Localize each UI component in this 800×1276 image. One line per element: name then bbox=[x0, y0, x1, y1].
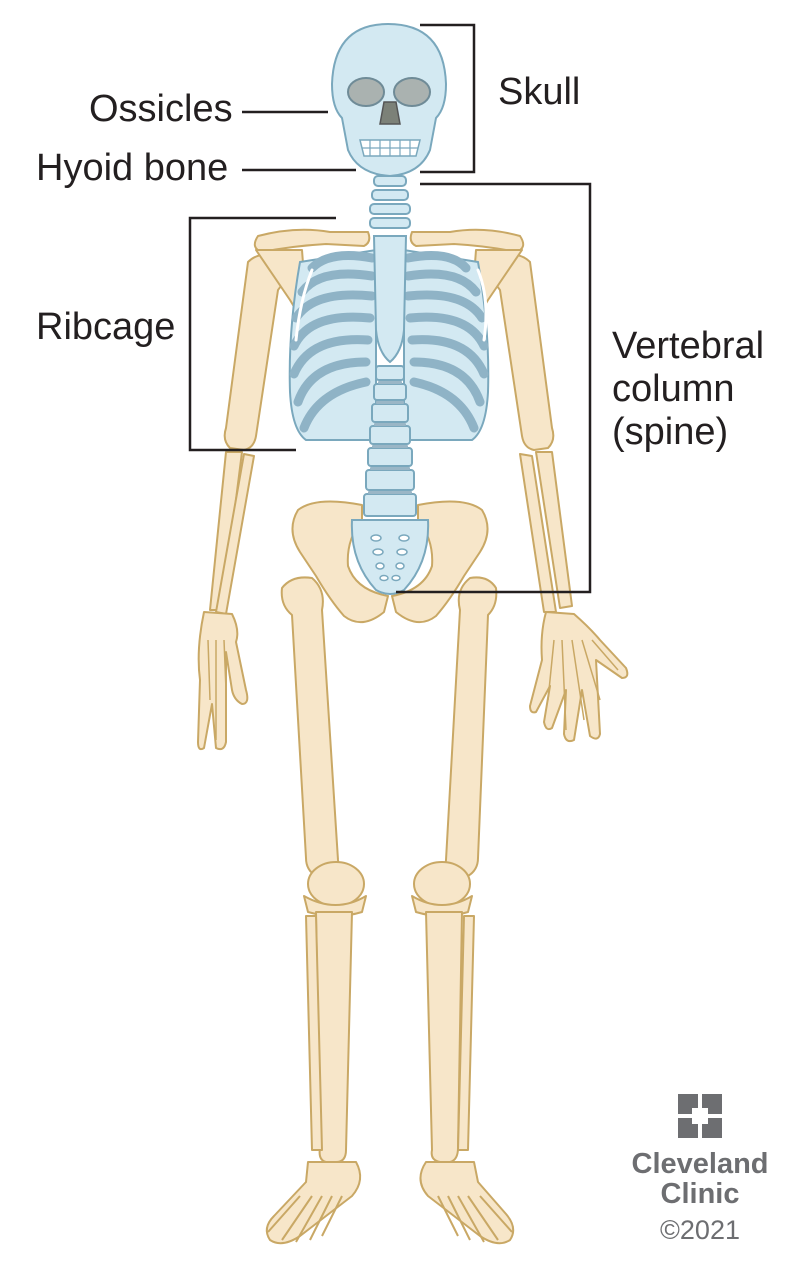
left-hand bbox=[197, 611, 249, 751]
logo-name-line1: Cleveland bbox=[631, 1148, 769, 1180]
cranium bbox=[331, 23, 447, 177]
label-ossicles: Ossicles bbox=[89, 88, 233, 130]
leg-bones bbox=[265, 576, 515, 1245]
left-fibula bbox=[305, 915, 323, 1151]
skull bbox=[331, 23, 447, 177]
shoulder-girdle bbox=[253, 228, 525, 331]
right-patella bbox=[413, 861, 471, 907]
cleveland-clinic-logo: Cleveland Clinic ©2021 bbox=[630, 1094, 770, 1245]
left-clavicle bbox=[253, 228, 371, 253]
skull-features bbox=[347, 77, 431, 157]
left-patella bbox=[307, 861, 365, 907]
arm-bones bbox=[197, 253, 629, 751]
costal-cartilage bbox=[294, 268, 488, 342]
ribcage-bracket bbox=[188, 216, 336, 452]
finger-lines bbox=[207, 639, 619, 740]
left-foot bbox=[265, 1161, 362, 1245]
label-vertebral-column-line1: Vertebral bbox=[612, 325, 765, 367]
nasal-cavity bbox=[379, 101, 401, 125]
label-vertebral-column-line2: column bbox=[612, 368, 735, 410]
right-fibula bbox=[457, 915, 475, 1151]
label-vertebral-column: Vertebral column (spine) bbox=[612, 325, 764, 454]
label-ribcage: Ribcage bbox=[36, 306, 176, 348]
right-femur bbox=[444, 576, 498, 877]
right-tibia bbox=[425, 911, 463, 1163]
toe-lines bbox=[267, 1195, 513, 1243]
left-femur bbox=[280, 576, 340, 877]
ribs bbox=[289, 251, 489, 433]
right-clavicle bbox=[409, 228, 525, 253]
skull-bracket bbox=[420, 23, 476, 174]
label-vertebral-column-line3: (spine) bbox=[612, 411, 729, 453]
label-hyoid-bone: Hyoid bone bbox=[36, 147, 229, 189]
right-radius bbox=[535, 451, 573, 609]
left-eye-socket bbox=[347, 77, 385, 107]
right-humerus bbox=[491, 253, 555, 451]
logo-name-line2: Clinic bbox=[660, 1178, 740, 1210]
sternum bbox=[372, 235, 408, 364]
right-hand bbox=[529, 611, 629, 743]
spine-bracket bbox=[396, 182, 592, 594]
leader-lines bbox=[188, 23, 592, 594]
right-foot bbox=[419, 1161, 515, 1245]
left-humerus bbox=[223, 253, 287, 451]
copyright-text: ©2021 bbox=[660, 1215, 740, 1245]
sacral-foramina bbox=[370, 534, 410, 582]
intervertebral-discs bbox=[368, 381, 412, 494]
right-eye-socket bbox=[393, 77, 431, 107]
left-hip-bone bbox=[291, 500, 389, 623]
sacrum bbox=[350, 519, 430, 595]
label-skull: Skull bbox=[498, 71, 581, 113]
cleveland-clinic-logo-mark bbox=[678, 1094, 722, 1138]
